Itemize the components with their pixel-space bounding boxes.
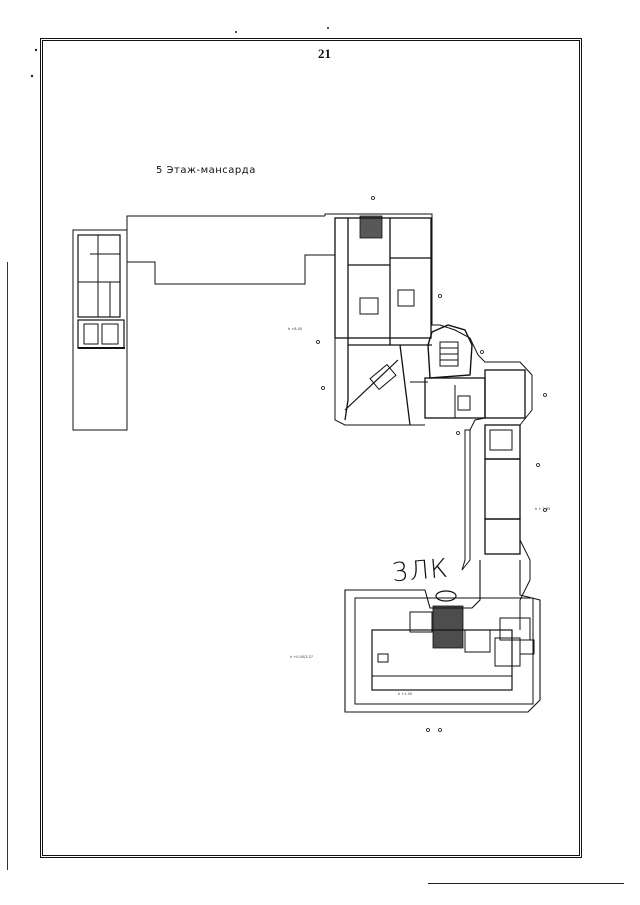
elevation-marks (316, 196, 547, 732)
south-block (344, 560, 541, 713)
svg-text:h +1.00: h +1.00 (398, 692, 412, 696)
left-wing (72, 229, 128, 431)
left-wing-outline (72, 229, 128, 431)
svg-text:h +8.45: h +8.45 (288, 327, 302, 331)
handwritten-note: 3ЛК (390, 553, 450, 589)
scan-dots (30, 27, 329, 78)
east-block (424, 369, 531, 630)
page-number: 21 (318, 46, 331, 61)
stair-core (427, 324, 473, 379)
scan-edge-line (7, 262, 8, 870)
svg-text:h +0.00/3.27: h +0.00/3.27 (290, 655, 313, 659)
room-labels: h +8.45 h + 2.85 h +0.00/3.27 h +1.00 (288, 327, 550, 696)
central-block (324, 213, 533, 426)
page-frame (40, 38, 582, 858)
footer-line (428, 883, 624, 884)
svg-text:h + 2.85: h + 2.85 (535, 507, 550, 511)
floor-title: 5 Этаж-мансарда (156, 165, 256, 176)
